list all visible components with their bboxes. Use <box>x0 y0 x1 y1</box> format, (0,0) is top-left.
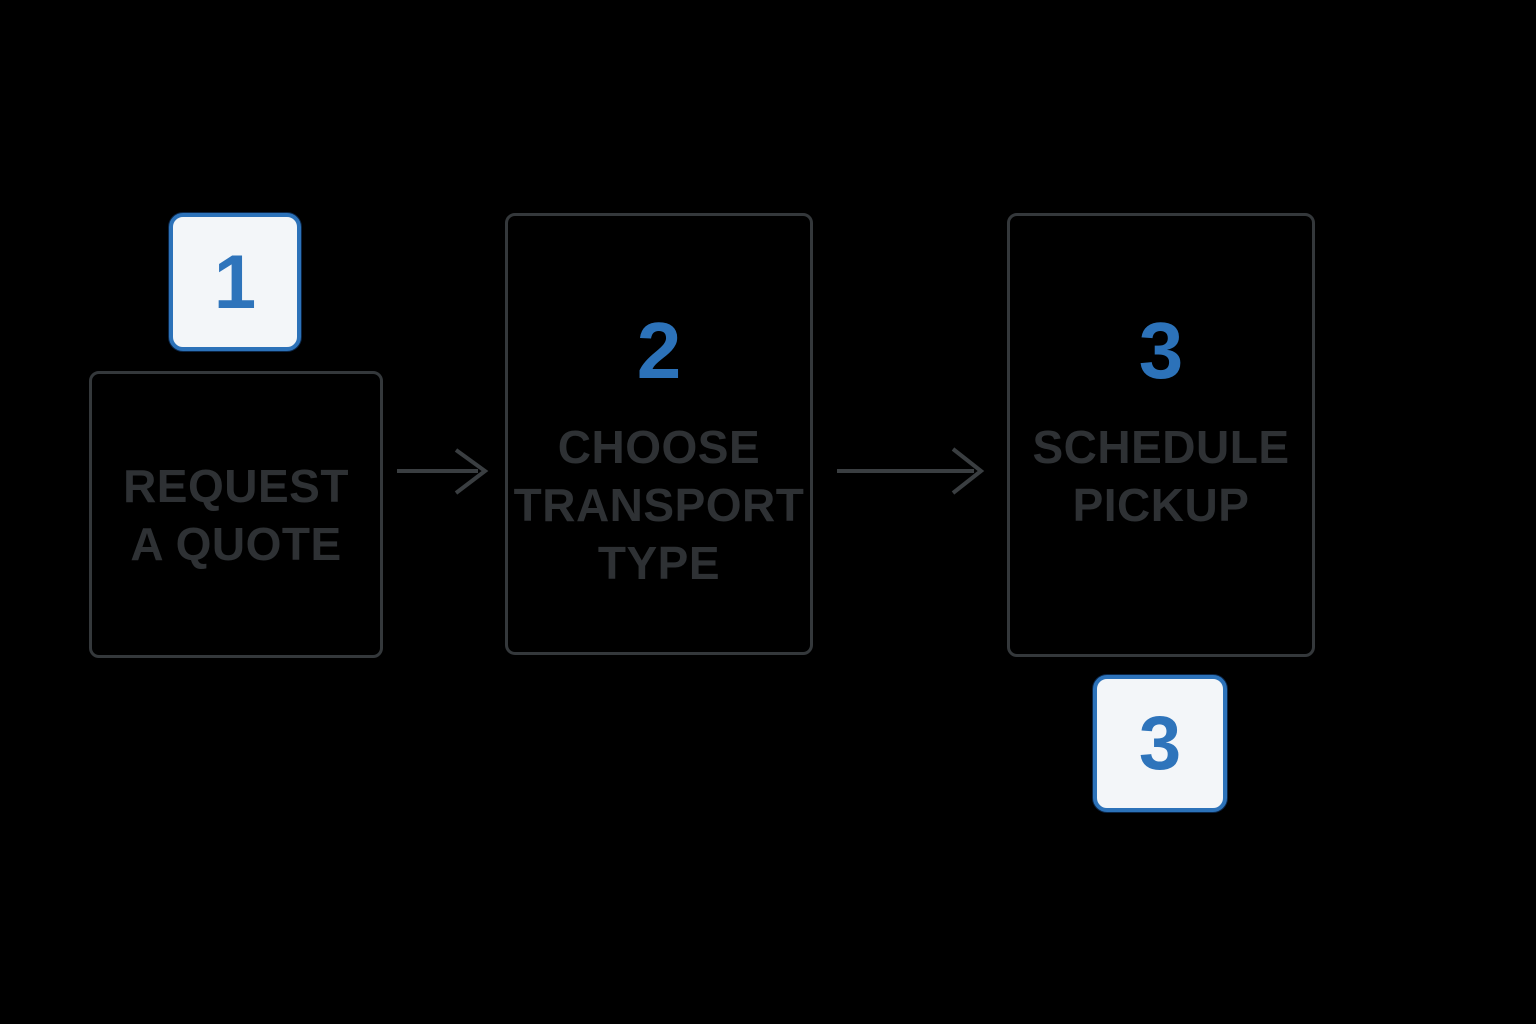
step-2-label-line-2: TRANSPORT <box>513 479 805 531</box>
step-2-label-line-1: CHOOSE <box>557 421 761 473</box>
arrow-right-icon <box>394 441 494 501</box>
step-card-request-a-quote: REQUEST A QUOTE <box>89 371 383 658</box>
step-2-label: CHOOSE TRANSPORT TYPE <box>514 418 805 592</box>
step-3-label-line-1: SCHEDULE <box>1032 421 1290 473</box>
step-2-label-line-3: TYPE <box>597 537 721 589</box>
step-3-label-line-2: PICKUP <box>1072 479 1250 531</box>
step-3-label: SCHEDULE PICKUP <box>1032 418 1289 534</box>
step-1-label: REQUEST A QUOTE <box>123 457 349 573</box>
annotation-badge-3-label: 3 <box>1138 701 1182 786</box>
step-1-label-line-1: REQUEST <box>123 459 349 512</box>
step-card-choose-transport-type: 2 CHOOSE TRANSPORT TYPE <box>505 213 813 655</box>
arrow-right-icon <box>834 441 986 501</box>
step-card-schedule-pickup: 3 SCHEDULE PICKUP <box>1007 213 1315 657</box>
step-1-label-line-2: A QUOTE <box>130 517 342 570</box>
annotation-badge-1-label: 1 <box>213 239 257 325</box>
annotation-badge-3[interactable]: 3 <box>1093 675 1227 812</box>
step-3-number: 3 <box>1138 306 1184 395</box>
step-2-number: 2 <box>636 306 682 395</box>
annotation-badge-1[interactable]: 1 <box>169 213 301 351</box>
